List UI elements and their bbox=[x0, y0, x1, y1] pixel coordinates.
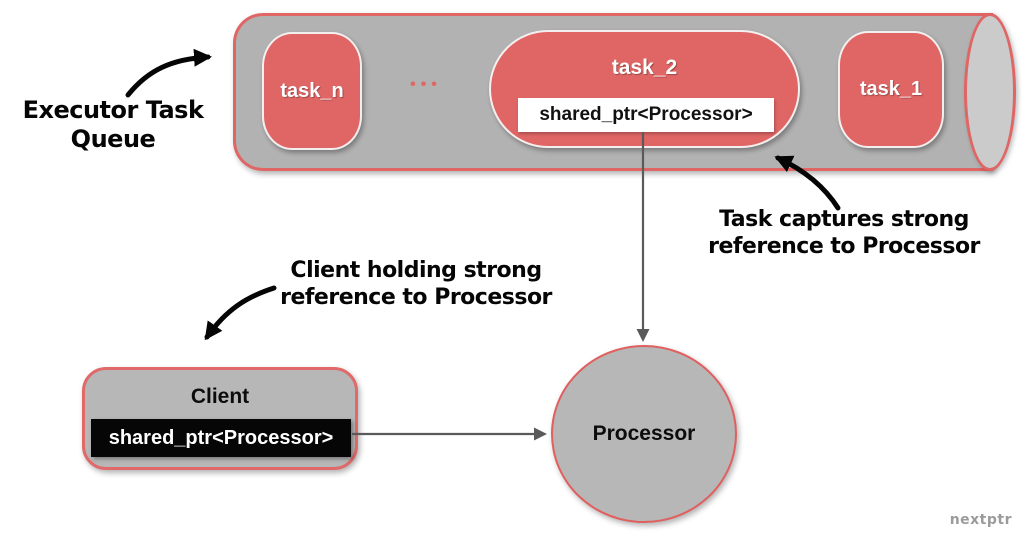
client-shared-ptr-box: shared_ptr<Processor> bbox=[91, 419, 351, 457]
task-1-label: task_1 bbox=[859, 78, 923, 100]
annotation-task-captures: Task captures strong reference to Proces… bbox=[708, 207, 980, 259]
processor-label: Processor bbox=[592, 422, 696, 445]
annotation-client-holding: Client holding strong reference to Proce… bbox=[280, 258, 552, 310]
task-1-node: task_1 bbox=[838, 31, 944, 148]
watermark: nextptr bbox=[949, 512, 1012, 528]
client-title: Client bbox=[190, 385, 250, 408]
ellipsis-icon: ••• bbox=[410, 76, 442, 93]
task-n-label: task_n bbox=[280, 79, 344, 102]
arrow-annotation-to-queue bbox=[125, 48, 212, 98]
task-2-node: task_2 shared_ptr<Processor> bbox=[489, 30, 800, 148]
task-2-shared-ptr-box: shared_ptr<Processor> bbox=[518, 98, 774, 132]
task-queue-cylinder-cap bbox=[964, 13, 1016, 171]
processor-node: Processor bbox=[551, 345, 737, 523]
client-node: Client shared_ptr<Processor> bbox=[82, 367, 358, 470]
task-2-label: task_2 bbox=[611, 56, 678, 79]
task-n-node: task_n bbox=[262, 32, 362, 150]
annotation-executor-task-queue: Executor Task Queue bbox=[22, 96, 204, 154]
